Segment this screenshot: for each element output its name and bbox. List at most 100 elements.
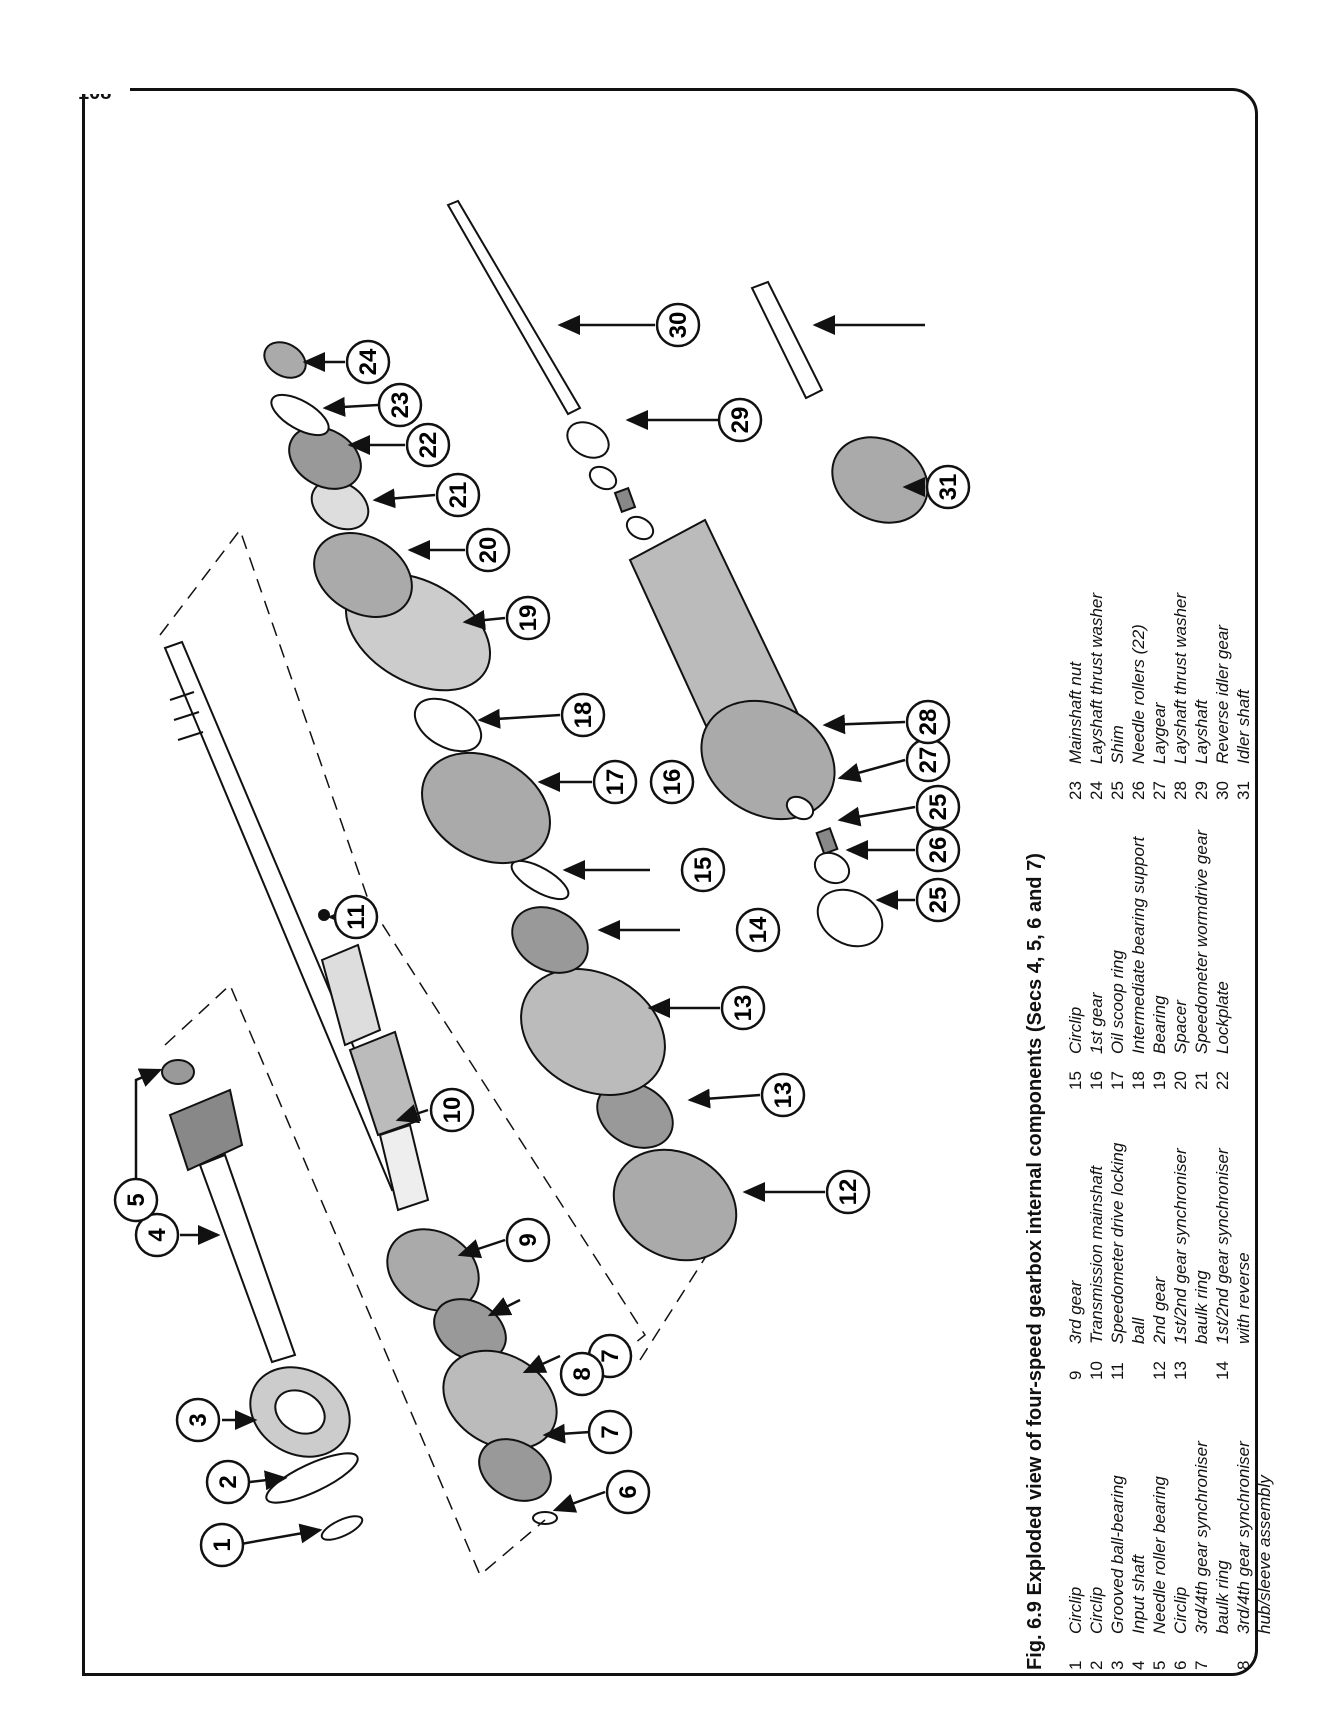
callout-23: 23 [377,382,423,428]
callout-number: 7 [597,1425,624,1438]
legend-item-number: 4 [1129,1660,1148,1670]
third-fourth-gear-parts [386,1228,558,1525]
callout-circle [377,382,423,428]
callout-number: 28 [915,709,942,736]
callout-circle [333,894,379,940]
callout-circle [405,422,451,468]
callout-number: 12 [835,1179,862,1206]
callout-circle [465,527,511,573]
callout-28: 28 [905,699,951,745]
callout-2: 2 [205,1459,251,1505]
callout-30: 30 [655,302,701,348]
callout-number: 19 [515,605,542,632]
callout-number: 17 [602,769,629,796]
legend-item-number: 24 [1087,781,1106,800]
legend-item-number: 29 [1192,781,1211,800]
legend-item-text: Lockplate [1213,981,1232,1054]
legend-item-text: Circlip [1171,1586,1190,1634]
legend-item-number: 5 [1150,1660,1169,1670]
callout-13: 13 [760,1072,806,1118]
callout-number: 21 [445,482,472,509]
legend-item-text: Needle roller bearing [1150,1476,1169,1634]
callout-16: 16 [649,759,695,805]
legend-item-number: 6 [1171,1660,1190,1670]
callout-17: 17 [592,759,638,805]
legend-item-text: Layshaft thrust washer [1087,592,1106,764]
bearing-stack-parts [263,341,492,692]
legend-item-number: 1 [1066,1660,1085,1670]
callout-number: 25 [925,887,952,914]
callout-10: 10 [429,1087,475,1133]
callout-circle [717,397,763,443]
callout-number: 4 [144,1228,171,1242]
legend-item-text: Intermediate bearing support [1129,836,1148,1054]
legend-item-number: 19 [1150,1071,1169,1090]
legend-item-number: 31 [1234,781,1253,800]
callout-25: 25 [915,877,961,923]
legend-item-text: 3rd gear [1066,1280,1085,1344]
legend-item-text: Needle rollers (22) [1129,624,1148,764]
callout-number: 26 [925,837,952,864]
callout-15: 15 [680,847,726,893]
callout-circle [760,1072,806,1118]
legend-item-number: 7 [1192,1660,1211,1670]
callout-number: 11 [343,904,370,929]
callout-6: 6 [605,1469,651,1515]
legend-item-text: 3rd/4th gear synchroniser baulk ring [1192,1441,1232,1634]
legend-item-text: Reverse idler gear [1213,625,1232,764]
callout-circle [205,1459,251,1505]
callout-circle [915,877,961,923]
legend-item-text: Grooved ball-bearing [1108,1475,1127,1634]
legend-item-text: Oil scoop ring [1108,950,1127,1054]
legend-item-text: 2nd gear [1150,1276,1169,1344]
legend-item: 7 3rd/4th gear synchroniser baulk ring [1191,1410,1233,1670]
legend-item-text: Shim [1108,725,1127,764]
legend-item-text: Speedometer drive locking ball [1108,1142,1148,1344]
legend-item-number: 15 [1066,1071,1085,1090]
callout-circle [505,1217,551,1263]
callout-number: 5 [123,1193,150,1206]
callout-number-layer: 1234567789101112131314151617181920212223… [113,302,971,1568]
callout-number: 2 [215,1475,242,1488]
callout-circle [915,784,961,830]
legend-item: 24 Layshaft thrust washer [1086,540,1107,800]
legend-item-text: Laygear [1150,702,1169,764]
callout-circle [587,1409,633,1455]
callout-number: 20 [475,537,502,564]
legend-item-number: 23 [1066,781,1085,800]
callout-27: 27 [905,737,951,783]
legend-item-number: 9 [1066,1370,1085,1380]
legend-item-number: 28 [1171,781,1190,800]
bearing-circlips-parts [249,1366,364,1541]
callout-number: 31 [935,474,962,501]
legend-item-text: Speedometer wormdrive gear [1192,830,1211,1054]
callout-19: 19 [505,595,551,641]
callout-7: 7 [587,1409,633,1455]
callout-number: 22 [415,432,442,459]
callout-circle [592,759,638,805]
callout-circle [134,1212,180,1258]
legend-item-text: Layshaft thrust washer [1171,592,1190,764]
legend-item-text: Spacer [1171,1000,1190,1054]
callout-number: 8 [569,1367,596,1380]
callout-circle [505,595,551,641]
callout-number: 18 [570,702,597,729]
legend-item-text: 1st gear [1087,992,1106,1054]
legend-item-text: 3rd/4th gear synchroniser hub/sleeve ass… [1234,1441,1274,1634]
legend-item-text: Circlip [1066,1586,1085,1634]
callout-number: 23 [387,392,414,419]
legend-item: 6 Circlip [1170,1410,1191,1670]
